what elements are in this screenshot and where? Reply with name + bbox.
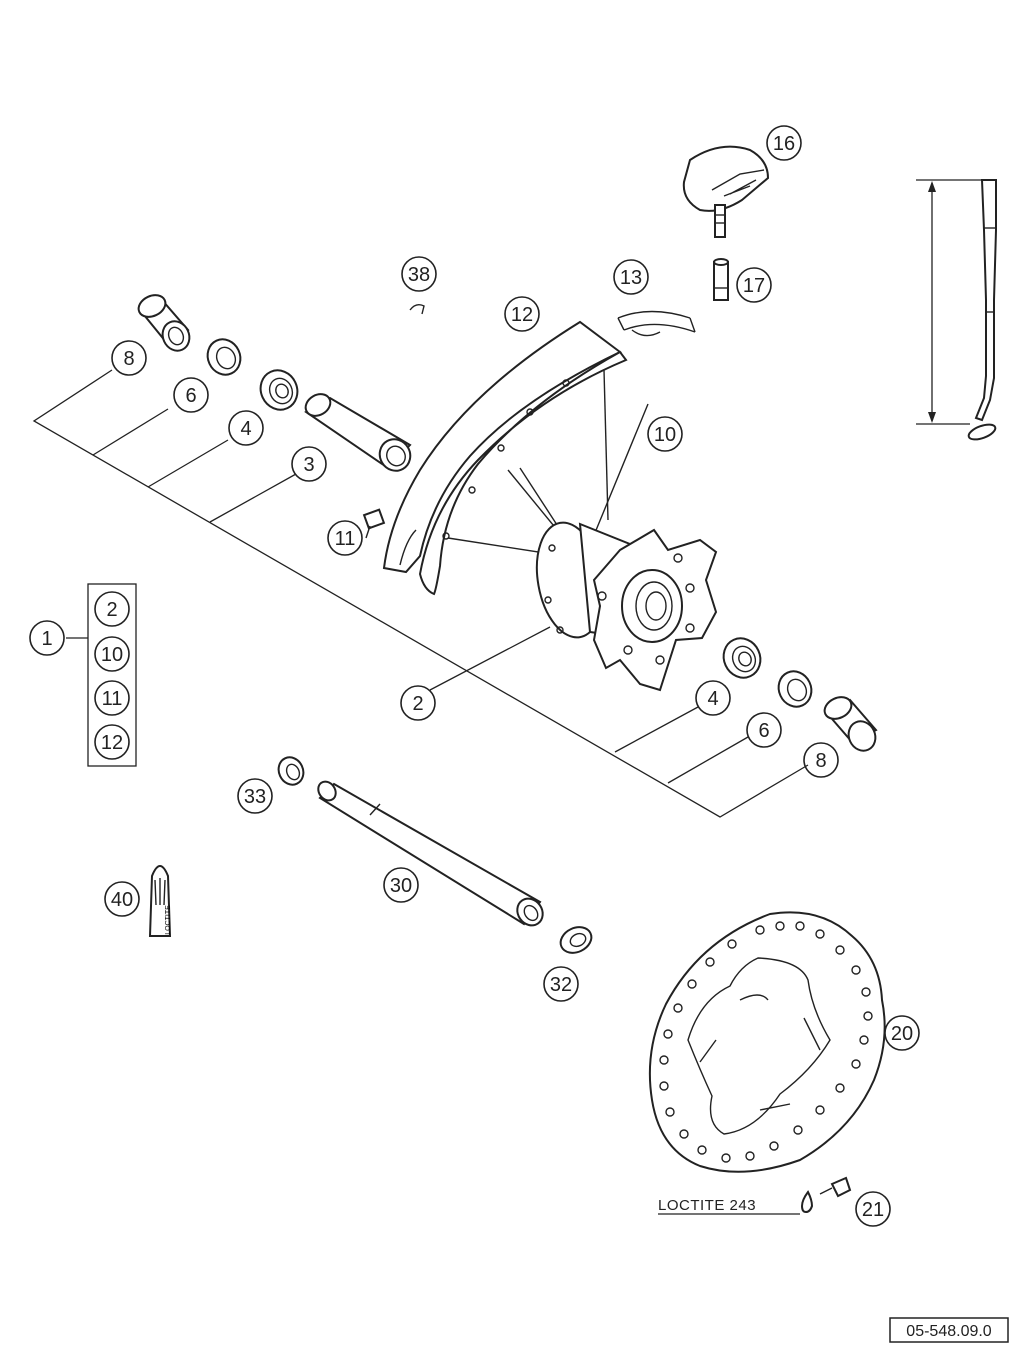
spacer-8-left [137, 294, 191, 352]
nut-17 [713, 258, 729, 301]
brake-disc-holes [659, 921, 873, 1163]
callout-33: 33 [237, 778, 273, 814]
svg-text:38: 38 [408, 264, 430, 286]
reference-code-box: 05-548.09.0 [889, 1317, 1009, 1343]
seal-ring-6-right [777, 670, 813, 708]
spacer-tube-3 [304, 393, 412, 472]
spacer-8-right [823, 696, 878, 752]
svg-text:40: 40 [111, 889, 133, 911]
svg-text:12: 12 [511, 304, 533, 326]
svg-text:4: 4 [240, 418, 251, 440]
loctite-drop [800, 1190, 814, 1214]
svg-text:6: 6 [758, 720, 769, 742]
svg-text:11: 11 [102, 688, 123, 710]
callout-8-left: 8 [111, 340, 147, 376]
axle-nut-33 [277, 756, 305, 786]
svg-text:8: 8 [815, 750, 826, 772]
svg-text:20: 20 [891, 1023, 913, 1045]
svg-text:16: 16 [773, 133, 795, 155]
svg-text:33: 33 [244, 786, 266, 808]
callout-8-right: 8 [803, 742, 839, 778]
rim-12 [382, 320, 628, 596]
svg-text:2: 2 [106, 599, 117, 621]
bearing-4-right [722, 637, 762, 679]
callout-38: 38 [401, 256, 437, 292]
kit-item-2: 2 [94, 591, 130, 627]
kit-item-11: 11 [94, 680, 130, 716]
kit-item-12: 12 [94, 724, 130, 760]
kit-item-10: 10 [94, 636, 130, 672]
svg-text:10: 10 [101, 644, 123, 666]
svg-text:17: 17 [743, 275, 765, 297]
svg-text:8: 8 [123, 348, 134, 370]
svg-text:21: 21 [862, 1199, 884, 1221]
reference-code: 05-548.09.0 [906, 1323, 992, 1340]
svg-text:4: 4 [707, 688, 718, 710]
brake-disc-20 [648, 911, 886, 1173]
callout-4-left: 4 [228, 410, 264, 446]
callout-32: 32 [543, 966, 579, 1002]
bearing-4-left [259, 369, 299, 411]
kit-box [87, 583, 137, 767]
callout-40: 40 [104, 881, 140, 917]
svg-text:30: 30 [390, 875, 412, 897]
callout-12: 12 [504, 296, 540, 332]
callout-21: 21 [855, 1191, 891, 1227]
loctite-note: LOCTITE 243 [658, 1197, 756, 1214]
loctite-tube-40: LOCTITE [148, 865, 172, 937]
callout-30: 30 [383, 867, 419, 903]
callout-16: 16 [766, 125, 802, 161]
callout-13: 13 [613, 259, 649, 295]
axle-30 [317, 780, 544, 927]
callout-3: 3 [291, 446, 327, 482]
spoke-measurement [916, 179, 997, 441]
svg-text:13: 13 [620, 267, 642, 289]
svg-text:3: 3 [303, 454, 314, 476]
callout-17: 17 [736, 267, 772, 303]
spoke-clip-38 [409, 303, 425, 315]
callout-2: 2 [400, 685, 436, 721]
axle-bolt-32 [559, 926, 593, 954]
callout-6-left: 6 [173, 377, 209, 413]
svg-text:10: 10 [654, 424, 676, 446]
svg-text:12: 12 [101, 732, 123, 754]
spoke-nipple-11 [362, 508, 386, 539]
callout-6-right: 6 [746, 712, 782, 748]
callout-20: 20 [884, 1015, 920, 1051]
svg-text:32: 32 [550, 974, 572, 996]
brake-disc-bolt-21 [819, 1176, 852, 1198]
callout-11: 11 [327, 520, 363, 556]
rim-tape-13 [617, 310, 696, 337]
svg-text:2: 2 [412, 693, 423, 715]
svg-text:11: 11 [335, 528, 356, 550]
svg-text:6: 6 [185, 385, 196, 407]
svg-text:1: 1 [41, 628, 52, 650]
hub-2 [535, 521, 718, 692]
loctite-tube-label: LOCTITE [165, 905, 172, 935]
callout-4-right: 4 [695, 680, 731, 716]
leader-lines [32, 369, 809, 818]
seal-ring-6-left [206, 338, 242, 376]
callout-10: 10 [647, 416, 683, 452]
callout-1: 1 [29, 620, 65, 656]
rim-lock-16 [682, 145, 770, 238]
